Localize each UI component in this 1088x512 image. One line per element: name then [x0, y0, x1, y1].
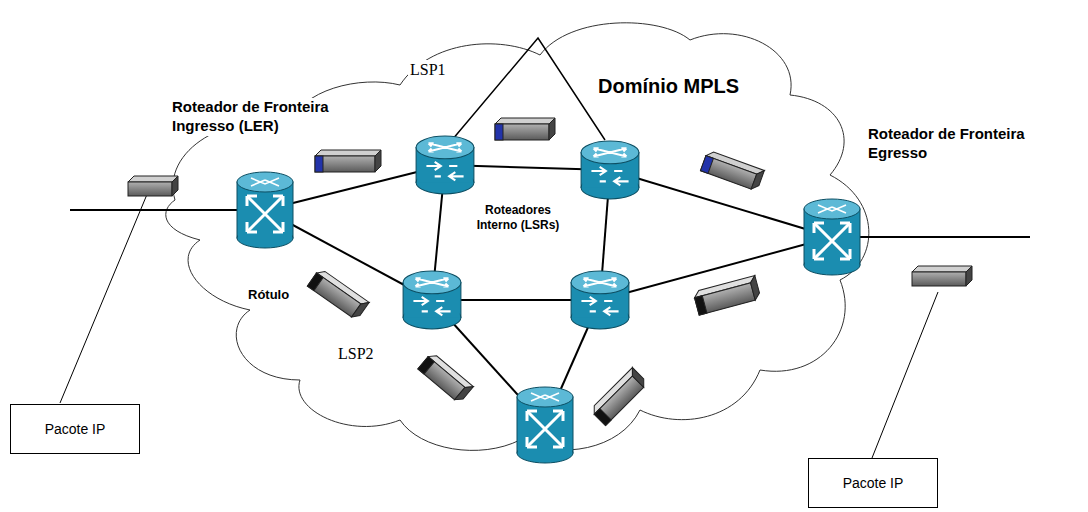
lsp-label: LSP2	[336, 344, 376, 364]
packets	[128, 118, 972, 426]
router-label: Roteador de Fronteira Egresso	[866, 125, 1055, 163]
core-router	[403, 271, 461, 329]
label-tag: Rótulo	[246, 287, 291, 303]
mpls-cloud	[166, 23, 869, 451]
core-router	[581, 141, 639, 199]
packet-text: Pacote IP	[45, 421, 106, 437]
router-label: Roteador de Fronteira Ingresso (LER)	[170, 98, 359, 136]
switch-router	[517, 387, 573, 463]
domain-title: Domínio MPLS	[596, 74, 741, 99]
router-label: Roteadores Interno (LSRs)	[462, 203, 574, 233]
packet-box: Pacote IP	[808, 458, 938, 508]
routers	[237, 136, 860, 463]
ingress-router	[237, 172, 293, 248]
packet-box: Pacote IP	[10, 404, 140, 454]
core-router	[416, 136, 474, 194]
leader-lines	[60, 192, 938, 458]
links	[70, 38, 1030, 425]
core-router	[571, 271, 629, 329]
egress-router	[804, 199, 860, 275]
lsp-label: LSP1	[408, 60, 448, 80]
packet-text: Pacote IP	[843, 475, 904, 491]
